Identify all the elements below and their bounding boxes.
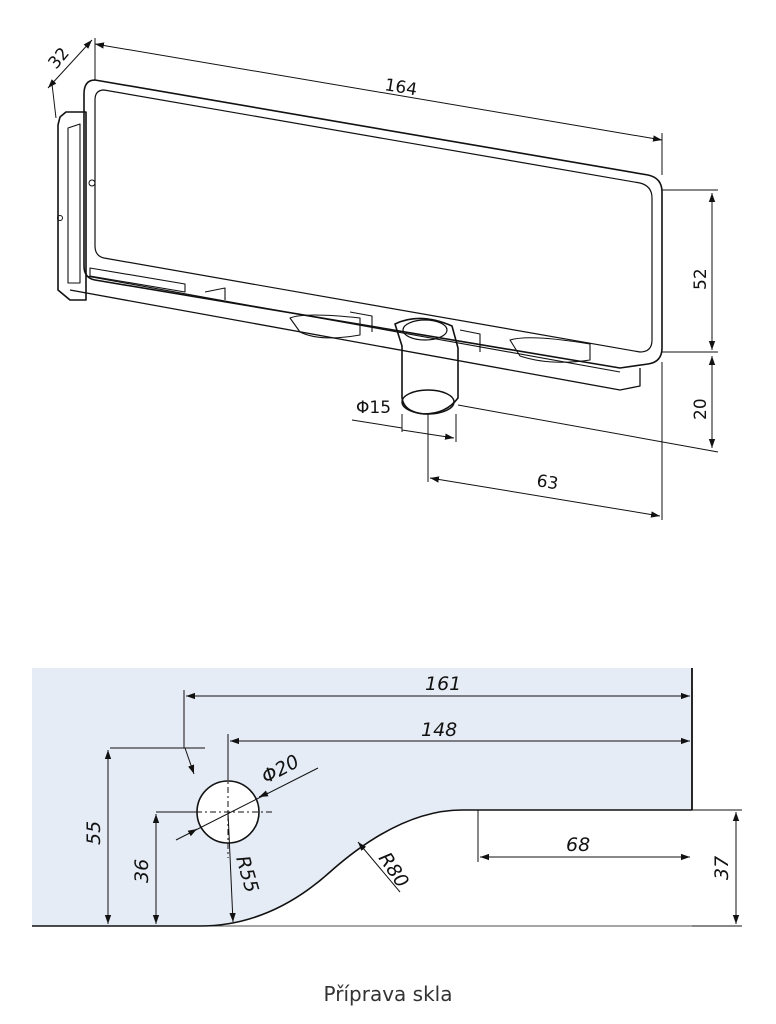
pivot-pin [394, 317, 459, 415]
dim-depth-label: 32 [45, 44, 74, 73]
glass-preparation-view [32, 668, 693, 927]
side-plate [57, 111, 87, 301]
dim-hole-center-inner-label: 36 [131, 859, 153, 883]
dim-pin-diameter-label: Φ15 [356, 398, 391, 418]
glass-panel [32, 668, 692, 926]
dim-pin-height-label: 20 [691, 398, 711, 420]
dim-cutout-width-label: 68 [566, 834, 590, 856]
dim-length-label: 164 [383, 75, 418, 100]
dim-to-hole-label: 148 [421, 719, 457, 741]
dim-height-label: 52 [691, 268, 711, 290]
patch-fitting-view [57, 79, 663, 415]
dim-cutout-height-label: 37 [711, 856, 733, 880]
top-dimensions [47, 38, 719, 520]
dim-radius-large-label: R80 [374, 848, 413, 891]
bottom-dimensions [32, 690, 742, 927]
dim-hole-center-outer-label: 55 [83, 821, 105, 845]
dim-total-label: 161 [425, 673, 461, 695]
dim-pin-offset-label: 63 [535, 471, 560, 494]
front-plate [83, 79, 663, 369]
caption: Příprava skla [323, 982, 453, 1006]
glass-edge-cutout [32, 809, 692, 927]
